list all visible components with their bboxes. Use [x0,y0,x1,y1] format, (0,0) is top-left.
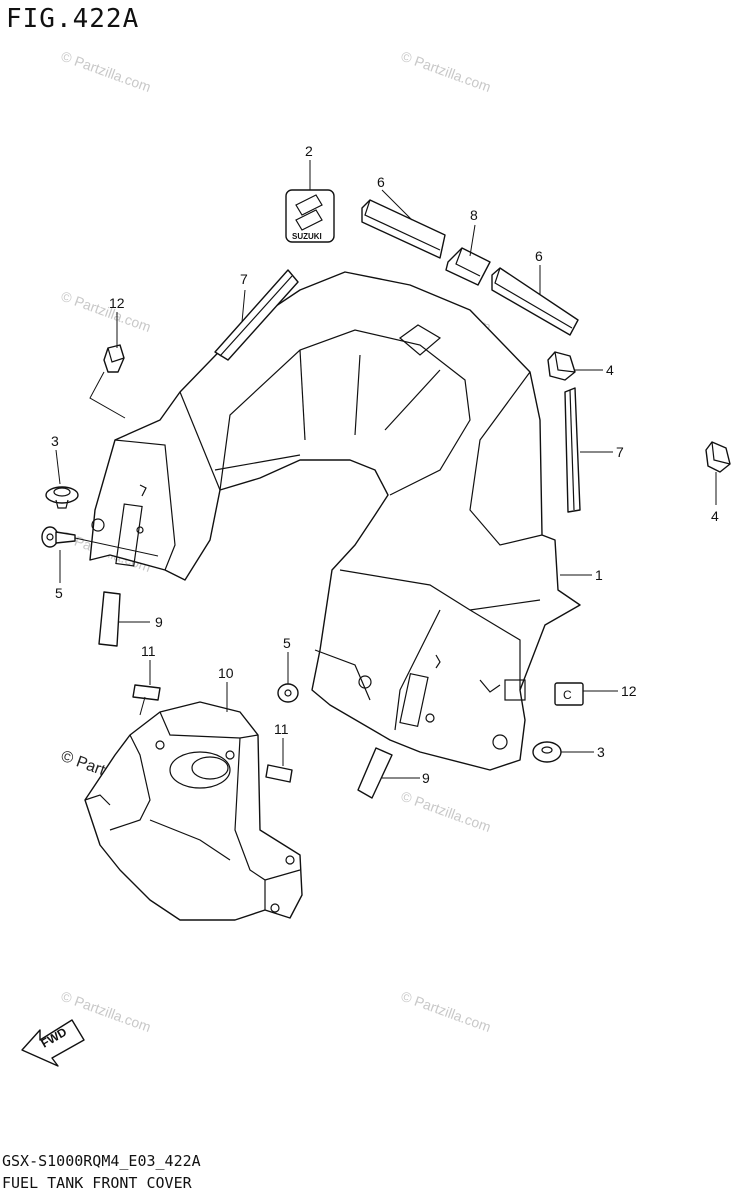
part-12-clip-nut: C [554,682,584,706]
part-10-under-cover [84,701,303,921]
leader-lines [55,160,717,779]
callout-3: 3 [51,433,59,449]
part-11-pad [265,764,293,783]
part-1-front-cover [89,271,581,771]
svg-text:C: C [563,688,572,702]
footer-model-code: GSX-S1000RQM4_E03_422A [2,1152,201,1170]
watermark: © Partzilla.com [399,788,493,835]
callout-9: 9 [155,614,163,630]
callout-12: 12 [621,683,637,699]
callout-8: 8 [470,207,478,223]
part-7-cushion-strip [214,269,299,361]
part-11-pad [132,684,161,701]
part-4-clip [705,441,731,473]
callout-10: 10 [218,665,234,681]
callout-4: 4 [711,508,719,524]
footer-section-name: FUEL TANK FRONT COVER [2,1174,192,1192]
part-4-clip [547,351,576,381]
callout-11: 11 [274,721,289,737]
callout-labels: 2 6 8 6 7 12 4 7 4 3 5 1 9 11 10 5 11 12… [51,143,719,786]
callout-2: 2 [305,143,313,159]
callout-5: 5 [283,635,291,651]
callout-6: 6 [377,174,385,190]
part-7-cushion-strip [564,387,581,513]
part-9-pad [98,591,121,647]
badge-logo-text: SUZUKI [292,232,322,241]
callout-9: 9 [422,770,430,786]
figure-title: FIG.422A [6,4,140,34]
callout-5: 5 [55,585,63,601]
part-5-screw [41,526,76,548]
part-3-grommet [532,741,562,763]
callout-7: 7 [616,444,624,460]
callout-3: 3 [597,744,605,760]
watermark: © Partzilla.com [399,988,493,1035]
callout-6: 6 [535,248,543,264]
part-6-cushion [491,267,579,336]
part-2-emblem: SUZUKI [285,189,335,243]
part-9-pad [357,747,393,799]
part-6-cushion [361,199,446,259]
part-5-nut [277,683,299,703]
part-12-clip-nut [103,344,125,373]
part-8-pad [445,247,491,286]
watermark: © Partzilla.com [59,48,153,95]
callout-1: 1 [595,567,603,583]
part-3-grommet [45,486,79,509]
callout-12: 12 [109,295,125,311]
callout-11: 11 [141,643,156,659]
watermark: © Partzilla.com [59,288,153,335]
fwd-arrow-icon: FWD [21,1019,85,1067]
callout-7: 7 [240,271,248,287]
watermark: © Partzilla.com [399,48,493,95]
callout-4: 4 [606,362,614,378]
